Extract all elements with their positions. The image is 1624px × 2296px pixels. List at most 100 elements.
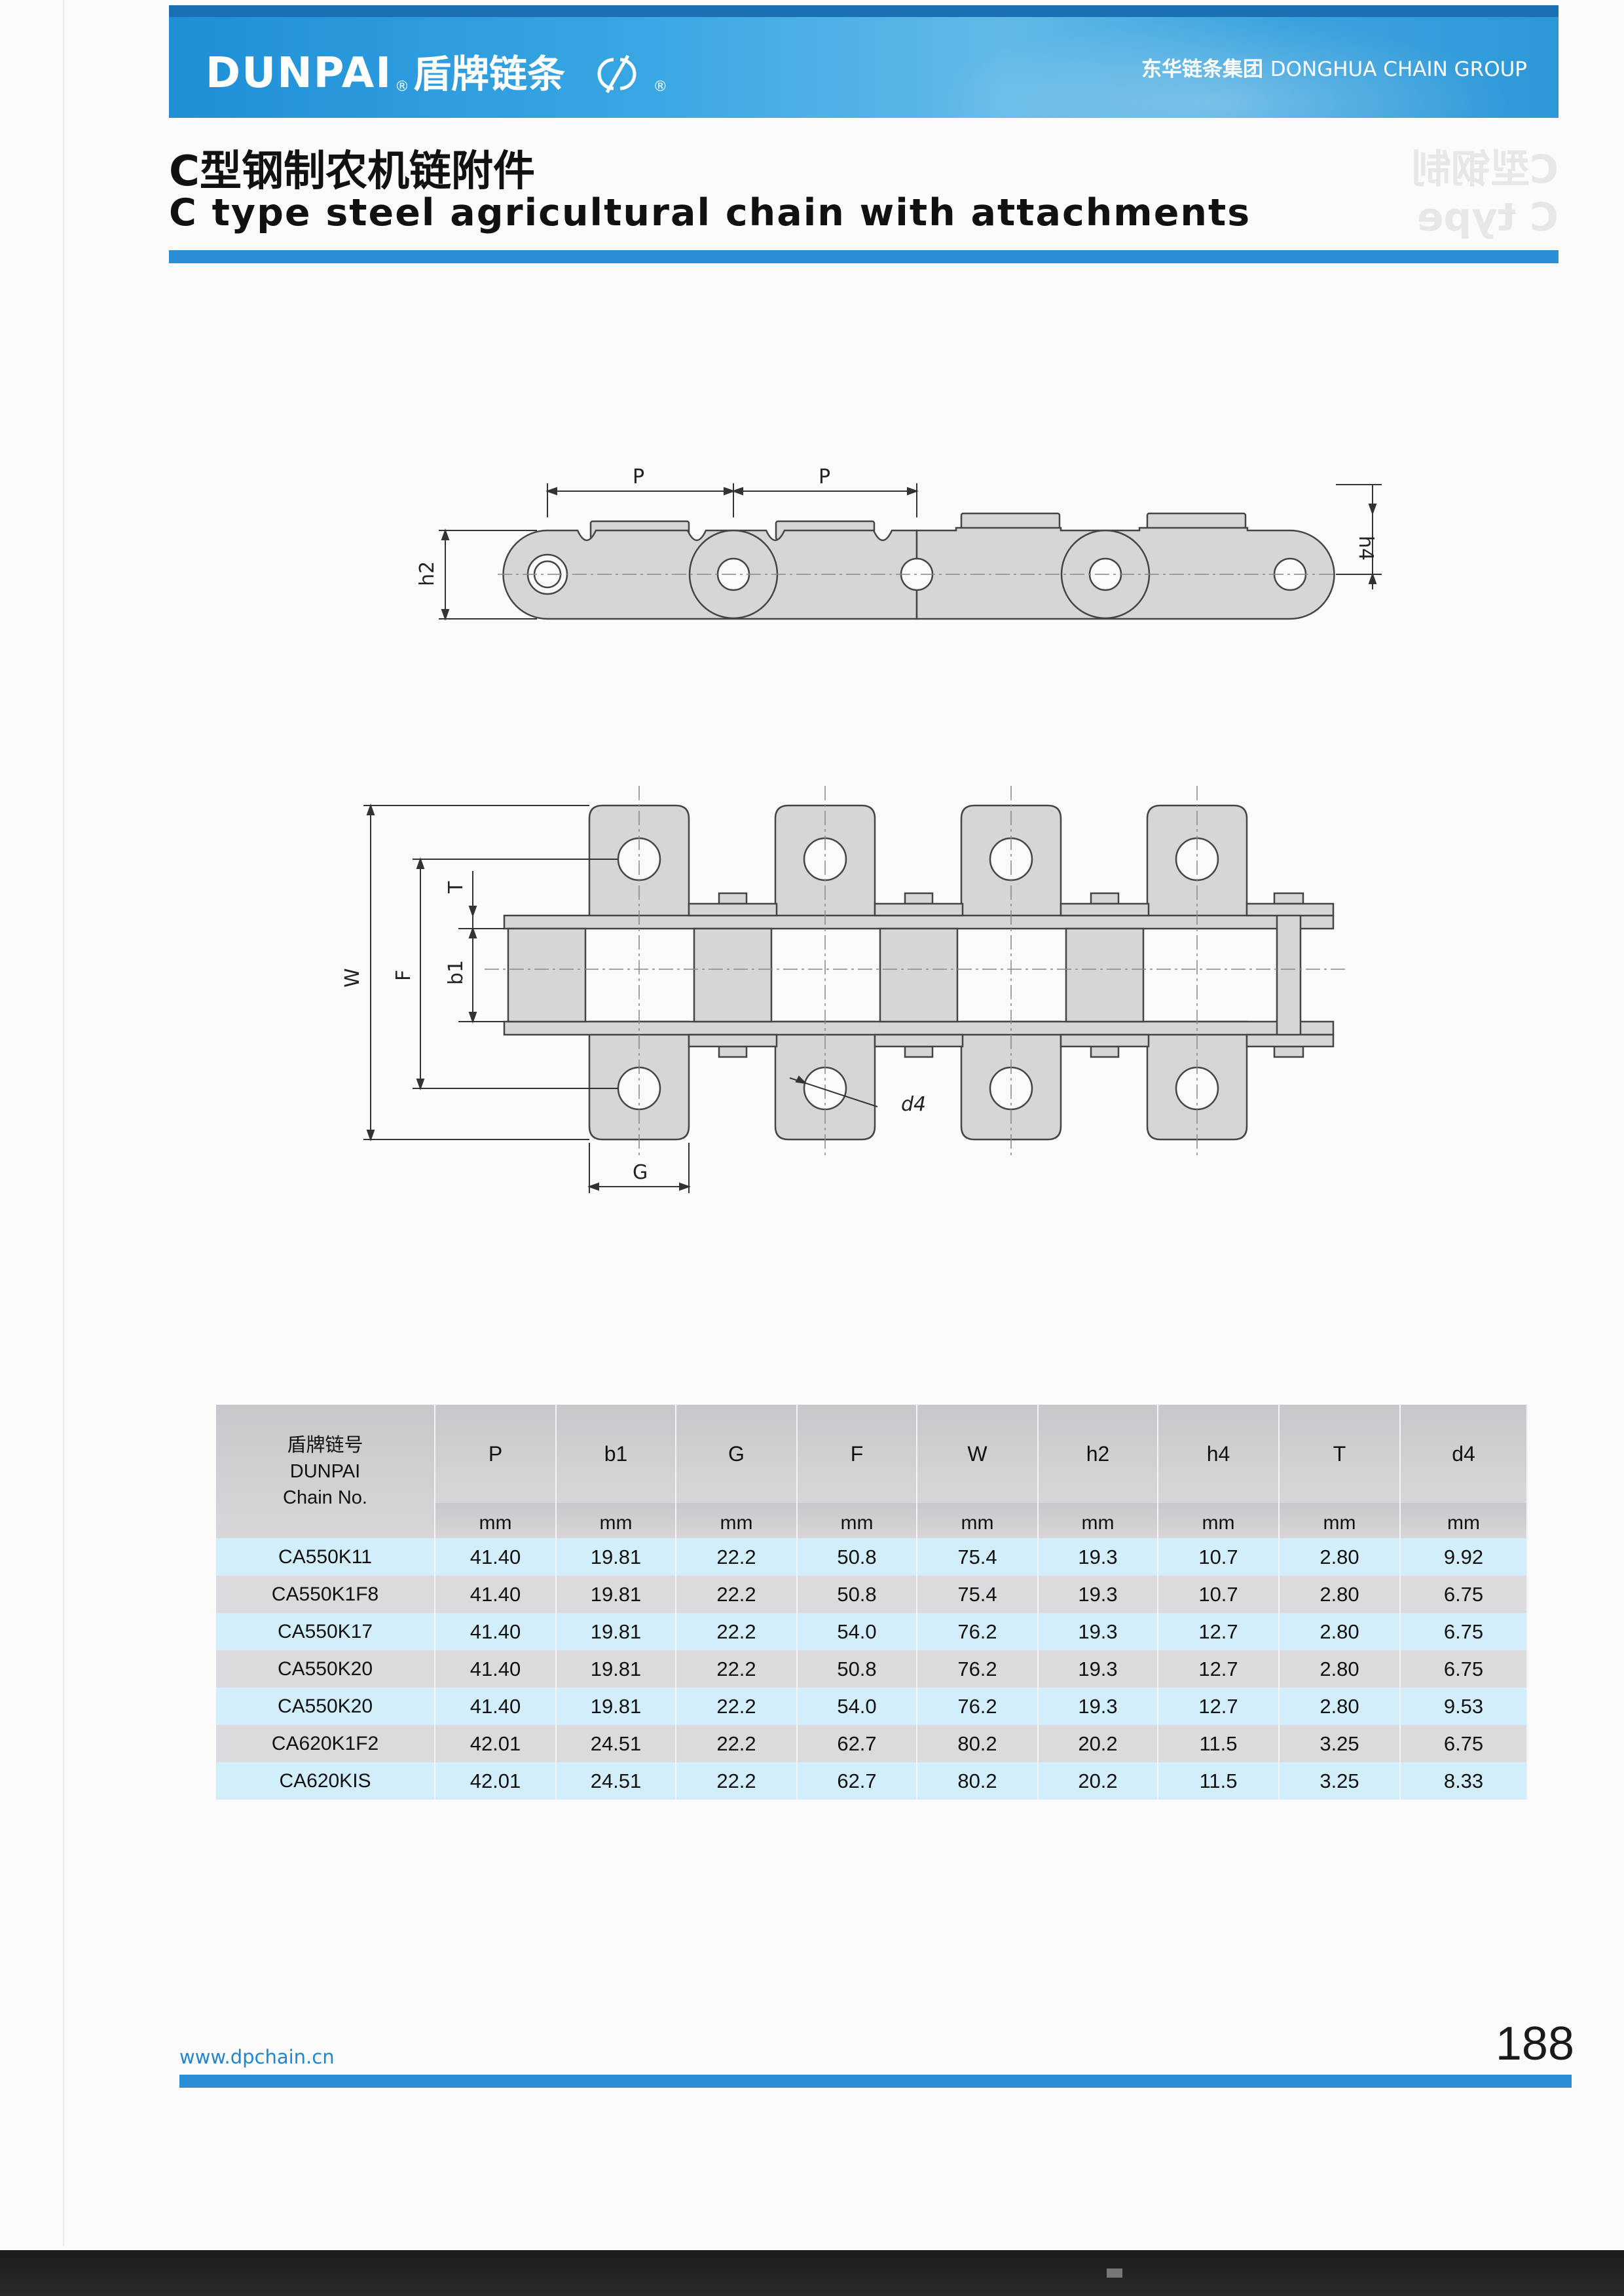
chain-no-cell: CA620KIS <box>216 1762 435 1800</box>
value-cell-b1: 19.81 <box>556 1538 676 1576</box>
footer-rule <box>179 2075 1572 2088</box>
chain-no-cell: CA550K1F8 <box>216 1576 435 1613</box>
value-cell-h4: 12.7 <box>1158 1650 1280 1688</box>
column-header-F: F <box>797 1405 917 1503</box>
value-cell-h4: 11.5 <box>1158 1762 1280 1800</box>
chain-no-header-brand: DUNPAI <box>289 1461 361 1482</box>
value-cell-g: 22.2 <box>676 1613 798 1650</box>
page-binding-shadow <box>63 0 64 2246</box>
value-cell-h2: 19.3 <box>1038 1538 1158 1576</box>
page-title-en: C type steel agricultural chain with att… <box>169 191 1251 234</box>
value-cell-h4: 10.7 <box>1158 1576 1280 1613</box>
value-cell-g: 22.2 <box>676 1538 798 1576</box>
unit-cell: mm <box>797 1503 917 1538</box>
outer-plate <box>688 902 778 917</box>
value-cell-d4: 6.75 <box>1400 1576 1528 1613</box>
column-header-P: P <box>435 1405 557 1503</box>
value-cell-t: 3.25 <box>1279 1725 1401 1762</box>
value-cell-f: 50.8 <box>797 1576 917 1613</box>
value-cell-w: 80.2 <box>917 1762 1039 1800</box>
value-cell-d4: 6.75 <box>1400 1725 1528 1762</box>
value-cell-p: 41.40 <box>435 1650 557 1688</box>
chain-no-cell: CA550K20 <box>216 1650 435 1688</box>
value-cell-p: 41.40 <box>435 1688 557 1725</box>
value-cell-w: 75.4 <box>917 1576 1039 1613</box>
roller <box>1065 927 1145 1023</box>
value-cell-t: 2.80 <box>1279 1576 1401 1613</box>
pitch-label: P <box>819 466 830 489</box>
value-cell-t: 2.80 <box>1279 1613 1401 1650</box>
table-unit-row: mm mm mm mm mm mm mm mm mm <box>216 1503 1528 1538</box>
value-cell-g: 22.2 <box>676 1725 798 1762</box>
value-cell-f: 54.0 <box>797 1688 917 1725</box>
brand-registered-mark: ® <box>395 79 411 95</box>
pin-head <box>1090 892 1120 905</box>
pin-head <box>718 892 748 905</box>
value-cell-h2: 20.2 <box>1038 1725 1158 1762</box>
value-cell-h2: 19.3 <box>1038 1650 1158 1688</box>
pin-head <box>718 1045 748 1058</box>
brand-name: DUNPAI <box>206 49 393 98</box>
value-cell-b1: 19.81 <box>556 1576 676 1613</box>
chain-no-header-en: Chain No. <box>283 1487 367 1508</box>
roller <box>693 927 773 1023</box>
unit-cell: mm <box>917 1503 1039 1538</box>
side-view-drawing: P P h2 h4 <box>416 466 1382 621</box>
pin-head <box>1273 892 1304 905</box>
outer-plate <box>874 902 964 917</box>
value-cell-w: 76.2 <box>917 1688 1039 1725</box>
top-view-drawing: W F T b1 d4 G <box>341 786 1349 1193</box>
value-cell-d4: 9.53 <box>1400 1688 1528 1725</box>
unit-cell: mm <box>1038 1503 1158 1538</box>
value-cell-d4: 6.75 <box>1400 1613 1528 1650</box>
page-number: 188 <box>1495 2018 1574 2070</box>
value-cell-g: 22.2 <box>676 1762 798 1800</box>
value-cell-p: 41.40 <box>435 1613 557 1650</box>
value-cell-b1: 19.81 <box>556 1650 676 1688</box>
group-name-cn: 东华链条集团 <box>1141 58 1263 81</box>
roller <box>879 927 959 1023</box>
table-header-row: 盾牌链号 DUNPAI Chain No. P b1 G F W h2 h4 T… <box>216 1405 1528 1538</box>
column-header-d4: d4 <box>1400 1405 1528 1503</box>
column-header-T: T <box>1279 1405 1401 1503</box>
value-cell-p: 42.01 <box>435 1762 557 1800</box>
group-name-en: DONGHUA CHAIN GROUP <box>1270 58 1527 81</box>
page-title-cn: C型钢制农机链附件 <box>169 147 535 196</box>
chain-no-header: 盾牌链号 DUNPAI Chain No. <box>216 1405 435 1538</box>
value-cell-w: 80.2 <box>917 1725 1039 1762</box>
value-cell-d4: 6.75 <box>1400 1650 1528 1688</box>
unit-cell: mm <box>1158 1503 1280 1538</box>
value-cell-t: 2.80 <box>1279 1538 1401 1576</box>
value-cell-f: 50.8 <box>797 1538 917 1576</box>
dunpai-logo-icon <box>597 54 637 94</box>
outer-plate <box>1246 1033 1335 1048</box>
value-cell-h4: 10.7 <box>1158 1538 1280 1576</box>
unit-cell: mm <box>1400 1503 1528 1538</box>
value-cell-w: 75.4 <box>917 1538 1039 1576</box>
pin-head <box>904 892 934 905</box>
chain-no-header-cn: 盾牌链号 <box>287 1435 363 1456</box>
outer-plate <box>688 1033 778 1048</box>
column-header-W: W <box>917 1405 1039 1503</box>
outer-plate <box>1060 1033 1150 1048</box>
scan-edge-band <box>0 2250 1624 2296</box>
banner-top-stripe <box>169 5 1559 17</box>
value-cell-f: 50.8 <box>797 1650 917 1688</box>
value-cell-g: 22.2 <box>676 1688 798 1725</box>
value-cell-d4: 8.33 <box>1400 1762 1528 1800</box>
group-name: 东华链条集团 DONGHUA CHAIN GROUP <box>1141 52 1527 82</box>
value-cell-h4: 12.7 <box>1158 1613 1280 1650</box>
unit-cell: mm <box>676 1503 798 1538</box>
website-link[interactable]: www.dpchain.cn <box>179 2046 335 2068</box>
F-label: F <box>392 970 415 981</box>
value-cell-b1: 19.81 <box>556 1613 676 1650</box>
value-cell-p: 42.01 <box>435 1725 557 1762</box>
value-cell-f: 54.0 <box>797 1613 917 1650</box>
value-cell-b1: 24.51 <box>556 1762 676 1800</box>
value-cell-w: 76.2 <box>917 1613 1039 1650</box>
